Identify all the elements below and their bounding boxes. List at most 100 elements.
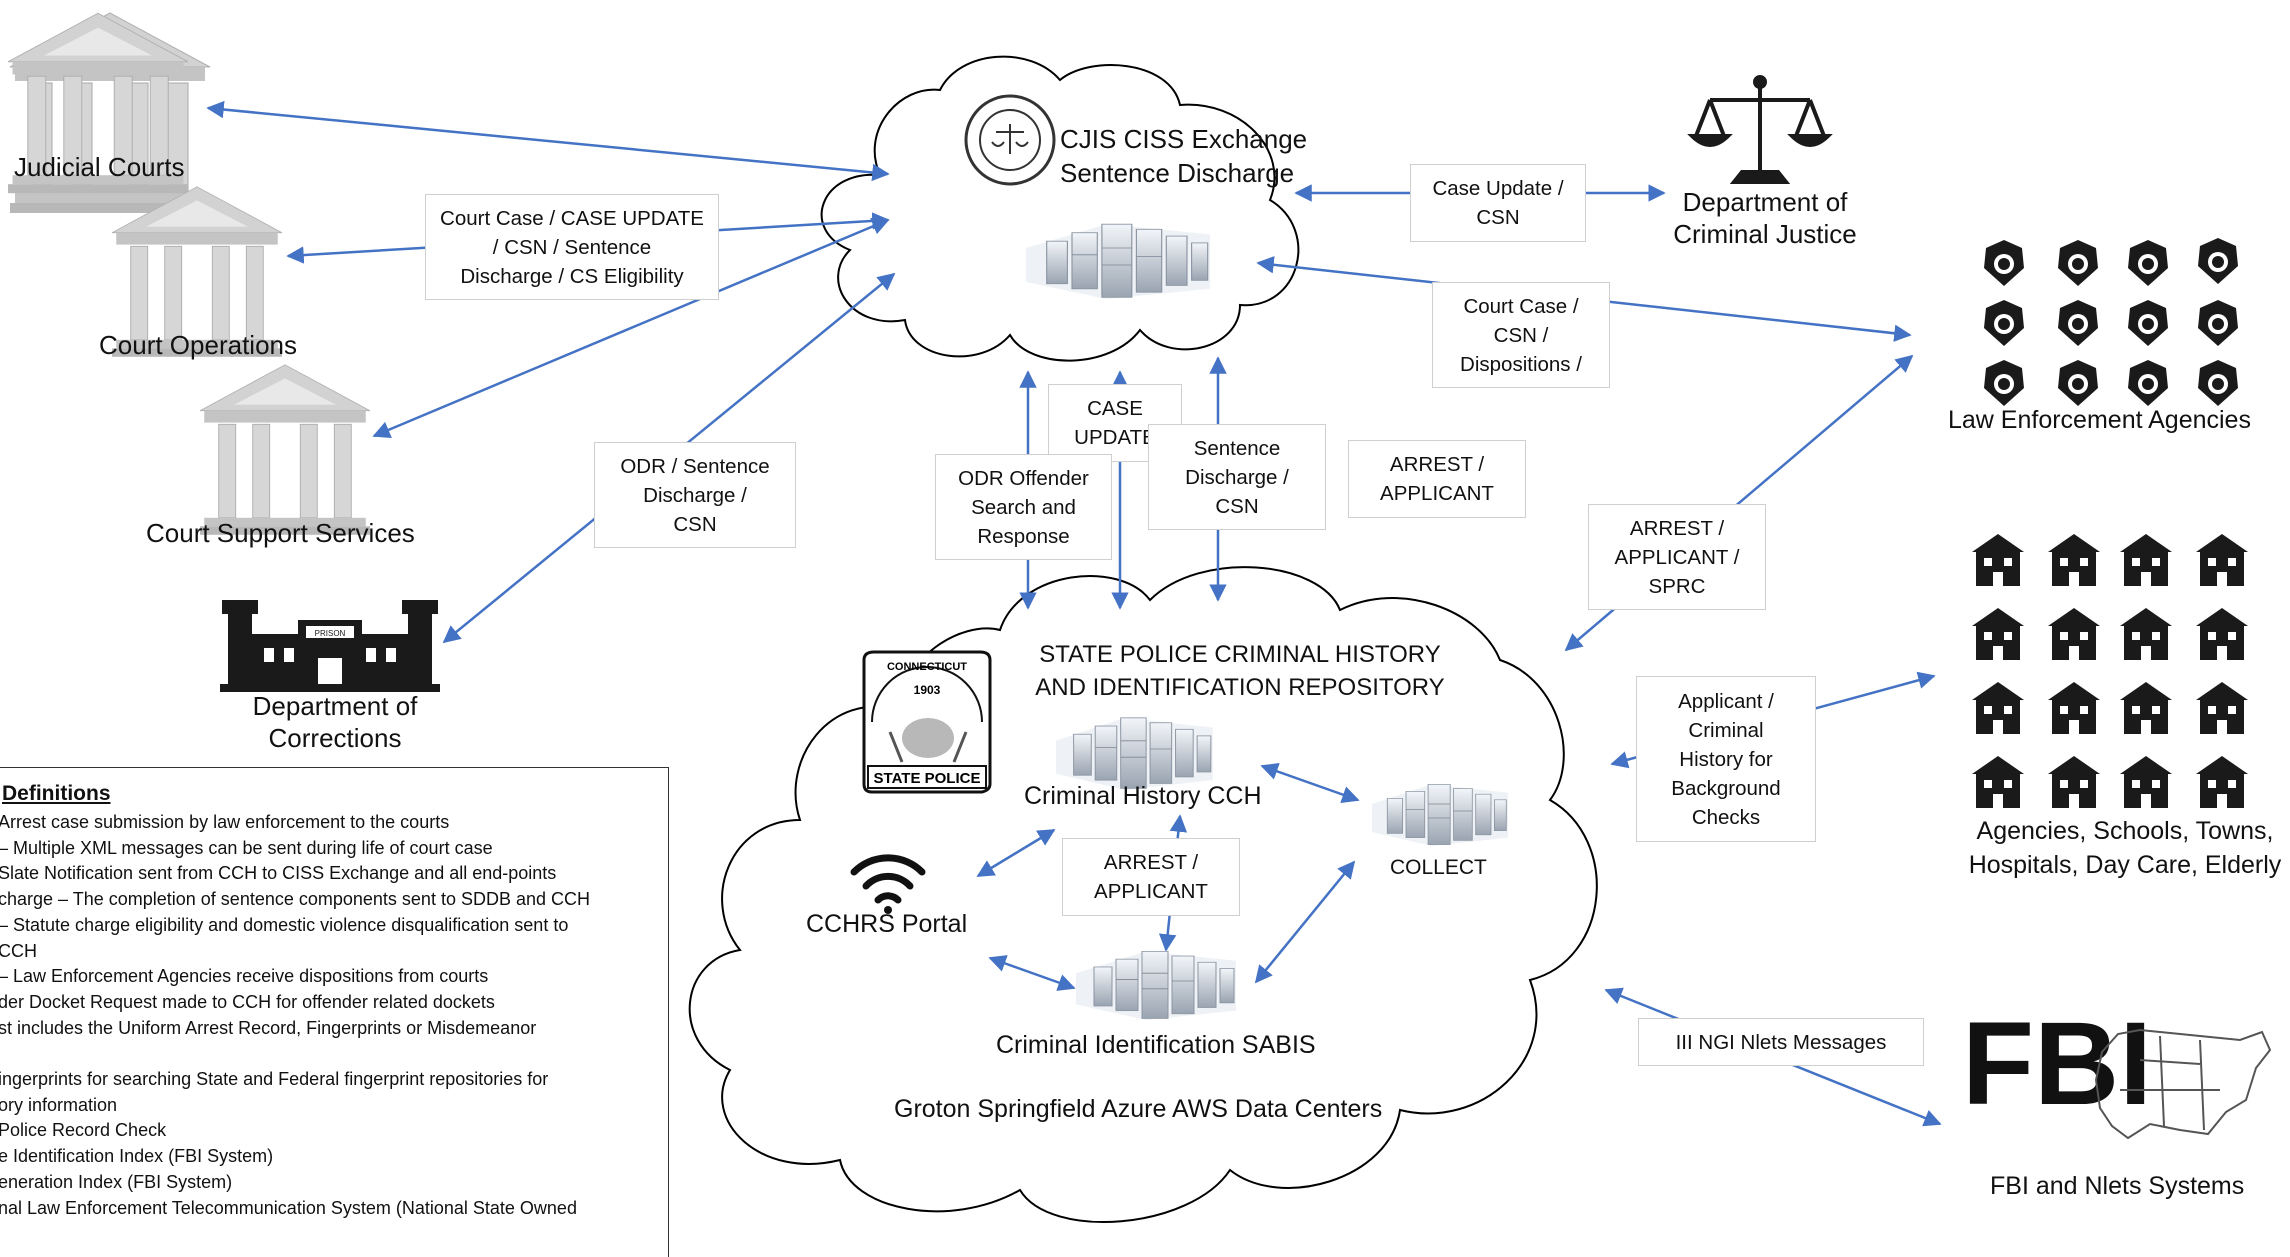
flow-odr-sentence: ODR / Sentence Discharge / CSN (594, 442, 796, 548)
flow-odr-sentence-line: CSN (673, 512, 717, 536)
flow-arrest-applicant-inner-line: ARREST / (1103, 851, 1199, 874)
definition-line: – Law Enforcement Agencies receive dispo… (0, 966, 489, 987)
flow-odr-offender-line: ODR Offender (958, 466, 1089, 490)
flow-sentence-discharge-line: Sentence (1193, 436, 1281, 460)
court-support-icon (199, 364, 371, 536)
flow-arrest-applicant-inner-line: APPLICANT (1094, 880, 1208, 903)
flow-arrest-applicant-line: ARREST / (1389, 453, 1485, 476)
flow-arrest-applicant-sprc-line: SPRC (1648, 574, 1706, 598)
definitions-title: Definitions (2, 782, 111, 805)
sabis-label: Criminal Identification SABIS (996, 1031, 1316, 1059)
definitions-list: Arrest case submission by law enforcemen… (0, 810, 668, 1221)
fbi-logo: FBI (1962, 998, 2152, 1130)
flow-court-case-csn: Court Case / CSN / Dispositions / (1432, 282, 1610, 388)
flow-arrest-applicant: ARREST / APPLICANT (1348, 440, 1526, 518)
flow-odr-offender: ODR Offender Search and Response (935, 454, 1112, 560)
usa-map-icon (2094, 1028, 2272, 1140)
cjis-label-line2: Sentence Discharge (1060, 158, 1295, 188)
definition-line: ​ (0, 1041, 668, 1067)
court-support-services-label: Court Support Services (146, 518, 415, 548)
flow-court-case-line: Discharge / CS Eligibility (460, 264, 684, 288)
flow-iii-ngi: III NGI Nlets Messages (1638, 1018, 1924, 1066)
flow-case-update-line: CASE (1087, 397, 1143, 420)
court-operations-label: Court Operations (99, 330, 297, 360)
flow-sentence-discharge-line: CSN (1215, 494, 1259, 518)
definition-line: nal Law Enforcement Telecommunication Sy… (0, 1197, 577, 1218)
judicial-courts-label: Judicial Courts (14, 152, 185, 182)
definition-line: Arrest case submission by law enforcemen… (0, 812, 450, 832)
flow-iii-ngi-line: III NGI Nlets Messages (1675, 1030, 1887, 1054)
flow-odr-offender-line: Response (977, 524, 1070, 548)
flow-applicant-background-line: Criminal (1688, 718, 1764, 742)
definition-line: ingerprints for searching State and Fede… (0, 1069, 549, 1090)
flow-arrest-applicant-sprc-line: ARREST / (1629, 516, 1725, 540)
law-enforcement-label: Law Enforcement Agencies (1948, 406, 2251, 434)
doc-label: Department of Corrections (230, 690, 440, 754)
datacenters-label: Groton Springfield Azure AWS Data Center… (894, 1095, 1383, 1123)
flow-arrest-applicant-sprc-line: APPLICANT / (1614, 545, 1740, 569)
definition-line: CCH (0, 940, 37, 961)
cch-label: Criminal History CCH (1024, 782, 1262, 810)
cjis-seal-icon (964, 94, 1056, 186)
definition-line: ory information (0, 1094, 118, 1115)
collect-label: COLLECT (1390, 856, 1487, 879)
prison-sign: PRISON (315, 629, 346, 638)
state-police-seal-icon: CONNECTICUT 1903 STATE POLICE (862, 650, 992, 794)
arrow-judicial-cjis (206, 100, 890, 182)
repository-title-line2: AND IDENTIFICATION REPOSITORY (1035, 674, 1445, 701)
dcj-label-line1: Department of (1682, 187, 1848, 217)
agencies-label-line2: Hospitals, Day Care, Elderly (1968, 851, 2282, 879)
definition-line: Slate Notification sent from CCH to CISS… (0, 863, 557, 884)
flow-arrest-applicant-inner: ARREST / APPLICANT (1062, 838, 1240, 916)
definitions-box: Definitions Arrest case submission by la… (0, 767, 669, 1257)
agencies-label-line1: Agencies, Schools, Towns, (1976, 817, 2274, 845)
arrow-cch-cchrs (976, 828, 1056, 878)
cjis-label-line1: CJIS CISS Exchange (1060, 124, 1308, 154)
flow-case-update-dcj-line: Case Update / (1432, 177, 1564, 200)
flow-arrest-applicant-line: APPLICANT (1380, 482, 1494, 505)
cjis-cloud (820, 55, 1300, 362)
flow-sentence-discharge: Sentence Discharge / CSN (1148, 424, 1326, 530)
agencies-label: Agencies, Schools, Towns, Hospitals, Day… (1965, 814, 2285, 882)
flow-court-case-csn-line: CSN / (1493, 323, 1549, 347)
definition-line: – Statute charge eligibility and domesti… (0, 914, 569, 935)
doc-label-line2: Corrections (268, 723, 402, 753)
cjis-label: CJIS CISS Exchange Sentence Discharge (1060, 122, 1310, 190)
flow-applicant-background-line: Applicant / (1678, 689, 1774, 713)
wifi-icon (850, 854, 926, 914)
arrow-sabis-collect (1254, 860, 1356, 984)
dcj-label-line2: Criminal Justice (1673, 219, 1857, 249)
flow-applicant-background-line: Background (1671, 776, 1781, 800)
flow-court-case-line: / CSN / Sentence (492, 235, 652, 259)
flow-applicant-background: Applicant / Criminal History for Backgro… (1636, 676, 1816, 842)
seal-top-text: CONNECTICUT (887, 661, 967, 673)
arrow-cchrs-sabis (988, 955, 1076, 991)
fbi-systems-label: FBI and Nlets Systems (1990, 1172, 2245, 1200)
scales-icon (1687, 75, 1833, 184)
seal-bottom-text: STATE POLICE (874, 770, 981, 787)
prison-icon: PRISON (220, 600, 440, 692)
community-buildings-icon (1972, 534, 2248, 808)
doc-label-line1: Department of (252, 691, 418, 721)
flow-applicant-background-line: Checks (1691, 805, 1761, 829)
definition-line: Police Record Check (0, 1120, 167, 1141)
flow-arrest-applicant-sprc: ARREST / APPLICANT / SPRC (1588, 504, 1766, 610)
flow-odr-sentence-line: Discharge / (643, 483, 747, 507)
definition-line: st includes the Uniform Arrest Record, F… (0, 1017, 537, 1038)
flow-odr-sentence-line: ODR / Sentence (620, 454, 770, 478)
cchrs-label: CCHRS Portal (806, 910, 968, 938)
flow-court-case: Court Case / CASE UPDATE / CSN / Sentenc… (425, 194, 719, 300)
definition-line: charge – The completion of sentence comp… (0, 889, 590, 910)
flow-court-case-csn-line: Court Case / (1463, 294, 1579, 318)
definition-line: eneration Index (FBI System) (0, 1171, 233, 1192)
arrow-cch-collect (1260, 763, 1360, 803)
flow-court-case-csn-line: Dispositions / (1460, 352, 1582, 376)
police-badges-icon (1984, 238, 2238, 406)
repository-title: STATE POLICE CRIMINAL HISTORY AND IDENTI… (1030, 638, 1450, 704)
seal-year: 1903 (914, 683, 941, 697)
flow-case-update-dcj: Case Update / CSN (1410, 164, 1586, 242)
repository-title-line1: STATE POLICE CRIMINAL HISTORY (1039, 641, 1441, 668)
definition-line: – Multiple XML messages can be sent duri… (0, 837, 493, 858)
dcj-label: Department of Criminal Justice (1660, 186, 1870, 250)
